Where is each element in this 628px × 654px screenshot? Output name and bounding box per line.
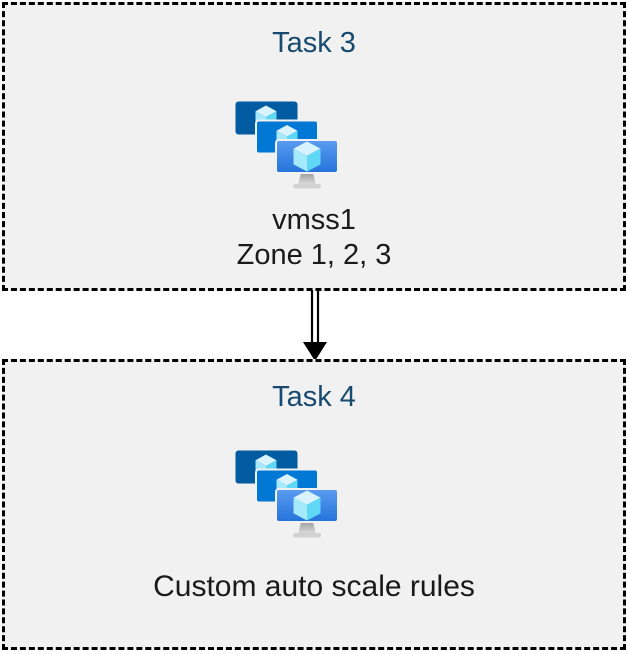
monitor-front-icon <box>275 488 338 523</box>
task3-caption: vmss1 Zone 1, 2, 3 <box>5 203 623 273</box>
vm-scale-sets-icon <box>235 450 338 538</box>
monitor-front-icon <box>275 139 338 174</box>
zones-label: Zone 1, 2, 3 <box>236 239 392 271</box>
task3-title: Task 3 <box>272 27 356 59</box>
task4-caption: Custom auto scale rules <box>5 569 623 604</box>
flow-arrow-down-icon <box>303 290 327 361</box>
vm-scale-sets-icon <box>235 101 338 189</box>
autoscale-rules-label: Custom auto scale rules <box>153 570 475 603</box>
monitor-stand-icon <box>293 173 321 189</box>
monitor-stand-icon <box>293 522 321 538</box>
vmss-name-label: vmss1 <box>272 204 356 236</box>
task3-box: Task 3 <box>2 2 626 291</box>
task4-title: Task 4 <box>272 381 356 413</box>
task4-box: Task 4 <box>2 359 626 650</box>
